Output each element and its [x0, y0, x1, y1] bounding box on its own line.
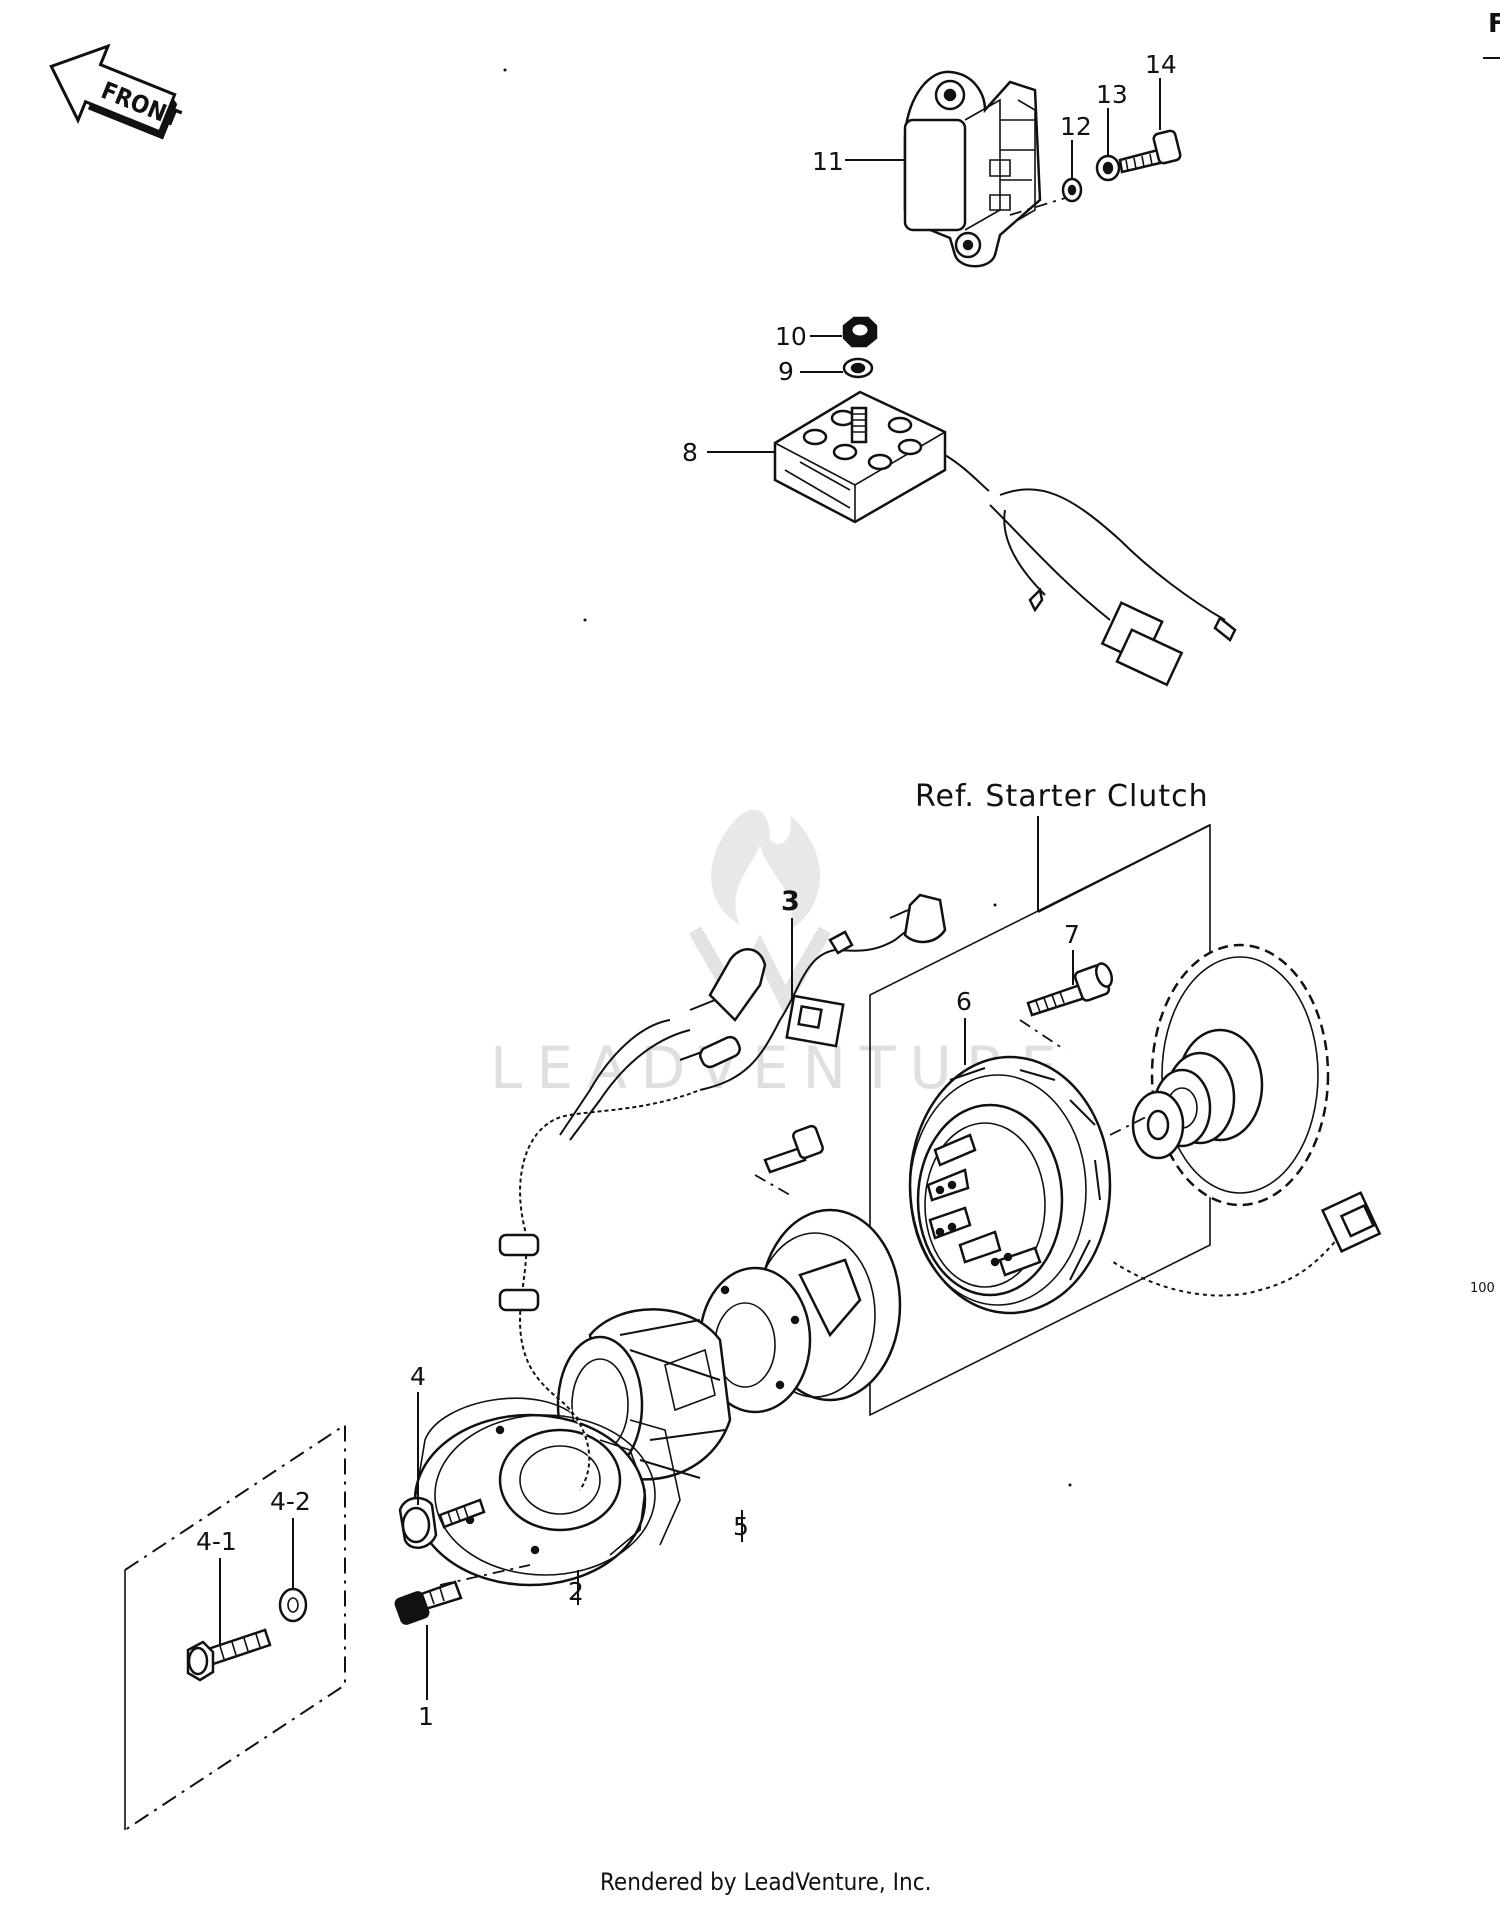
part-4-2-washer: [278, 1587, 308, 1623]
part-9-washer: [842, 357, 874, 379]
starter-clutch-gear: [1131, 943, 1330, 1207]
footer-credit: Rendered by LeadVenture, Inc.: [600, 1868, 931, 1896]
callout-4-2: 4-2: [270, 1487, 311, 1516]
callout-4-1: 4-1: [196, 1527, 237, 1556]
part-6-stator: [908, 1055, 1112, 1315]
callout-5: 5: [733, 1512, 749, 1541]
part-14-bolt: [1118, 129, 1182, 174]
stator-harness: [1109, 1191, 1382, 1298]
inset-4-box: [124, 1423, 346, 1831]
callout-14: 14: [1145, 50, 1177, 79]
rectifier-harness: [944, 454, 1237, 687]
callout-11: 11: [812, 147, 844, 176]
ref-starter-clutch-label: Ref. Starter Clutch: [915, 779, 1209, 814]
callout-6: 6: [956, 987, 972, 1016]
part-5-rotor: [556, 1308, 732, 1481]
part-5-bolt: [763, 1124, 824, 1174]
starter-clutch-reference: Ref. Starter Clutch: [869, 779, 1211, 1417]
callout-9: 9: [778, 357, 794, 386]
part-2-housing: [413, 1397, 681, 1587]
part-13-lockwasher: [1095, 154, 1121, 182]
watermark-flame-icon: [711, 809, 820, 930]
part-4-nut: [398, 1496, 486, 1549]
leader-lines: [219, 78, 1161, 1700]
part-3-harness: [498, 893, 947, 1491]
front-arrow: FRONT: [49, 43, 184, 140]
part-11-regulator: [903, 70, 1042, 268]
speck-marks: [503, 68, 1072, 1487]
leader-dashed-11: [1009, 194, 1076, 216]
part-10-nut: [842, 316, 878, 348]
watermark: LEADVENTURE: [490, 809, 1057, 1102]
callout-2: 2: [568, 1577, 584, 1606]
edge-mark-right: 100: [1470, 1281, 1495, 1296]
edge-mark-top: F: [1488, 9, 1500, 39]
callout-10: 10: [775, 322, 807, 351]
part-8-rectifier: [773, 390, 947, 524]
callout-12: 12: [1060, 112, 1092, 141]
callout-7: 7: [1064, 920, 1080, 949]
callout-3: 3: [781, 886, 800, 917]
callout-4: 4: [410, 1362, 426, 1391]
part-7-bolt: [1026, 962, 1114, 1017]
callouts: 11 12 13 14 10 9 8 3 7 6 4 5 2 1 4-1 4-2: [196, 50, 1177, 1731]
part-4-1-bolt: [186, 1628, 272, 1682]
callout-13: 13: [1096, 80, 1128, 109]
part-1-bolt: [394, 1580, 463, 1625]
callout-8: 8: [682, 438, 698, 467]
callout-1: 1: [418, 1702, 434, 1731]
